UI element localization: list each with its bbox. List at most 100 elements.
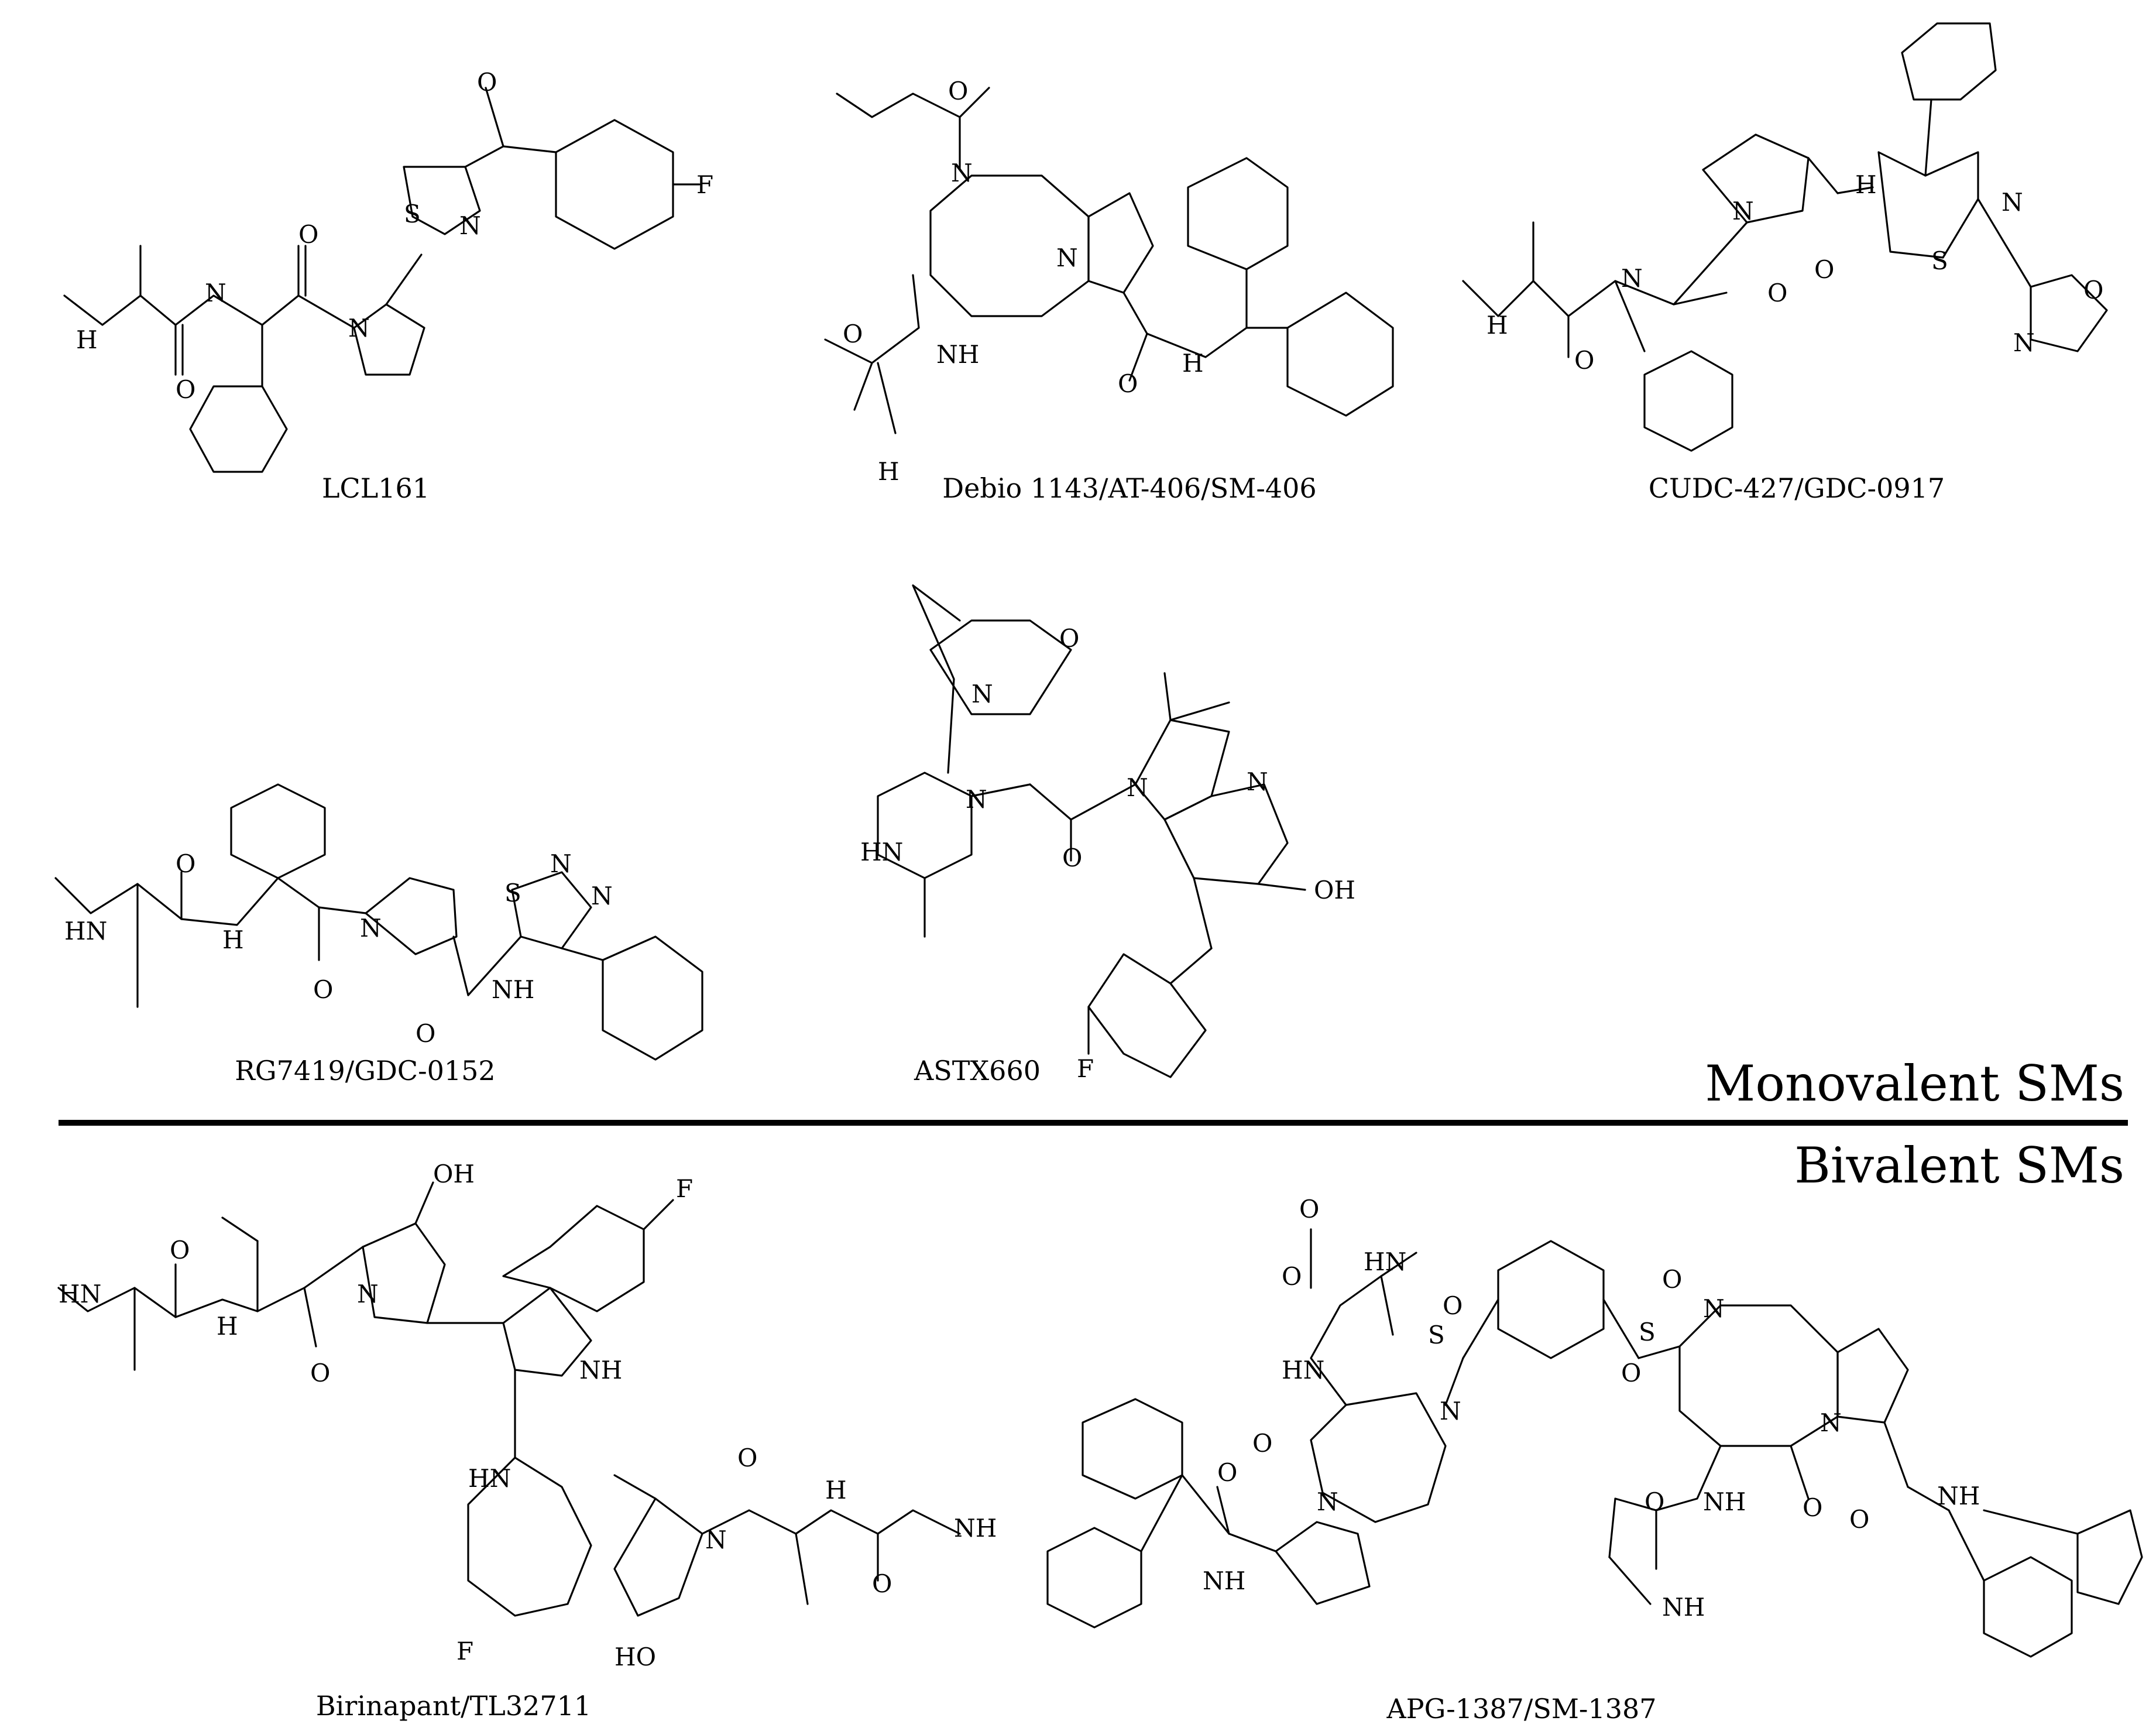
atom-label: N: [705, 1526, 727, 1554]
atom-label: N: [459, 211, 481, 240]
atom-label: N: [357, 1280, 379, 1308]
atom-label: N: [1703, 1294, 1725, 1323]
atom-label: HN: [1282, 1356, 1324, 1384]
atom-label: O: [1252, 1429, 1272, 1458]
atom-label: NH: [1703, 1487, 1746, 1516]
atom-label: HN: [1364, 1247, 1406, 1276]
atom-label: O: [298, 220, 318, 249]
atom-label: HN: [468, 1464, 511, 1493]
atom-label: O: [313, 975, 333, 1004]
atom-label: H: [76, 325, 98, 354]
section-label-bivalent: Bivalent SMs: [1794, 1137, 2124, 1194]
compound-name: Birinapant/TL32711: [316, 1690, 591, 1722]
atom-label: HN: [59, 1280, 101, 1308]
atom-label: O: [1645, 1487, 1664, 1516]
compound-name: ASTX660: [914, 1055, 1041, 1086]
atom-label: NH: [1662, 1593, 1705, 1622]
atom-label: H: [825, 1476, 847, 1504]
atom-label: H: [222, 926, 244, 954]
atom-label: F: [696, 170, 713, 199]
atom-label: N: [1621, 264, 1643, 293]
atom-label: O: [1662, 1265, 1682, 1294]
atom-label: O: [1118, 369, 1138, 398]
atom-label: N: [205, 279, 226, 307]
atom-label: O: [737, 1444, 757, 1472]
atom-label: O: [416, 1019, 435, 1048]
molecule-rg7419: HN O H O N O NH S N N RG7419/GDC-0152: [54, 783, 703, 1086]
atom-label: O: [1767, 279, 1787, 307]
atom-label: H: [217, 1312, 238, 1341]
atom-label: O: [170, 1236, 190, 1264]
atom-label: O: [1059, 624, 1079, 653]
atom-label: N: [971, 680, 993, 708]
atom-label: N: [591, 882, 613, 910]
atom-label: O: [1282, 1262, 1302, 1291]
atom-label: F: [676, 1174, 693, 1203]
atom-label: O: [1062, 844, 1082, 872]
atom-label: H: [1855, 170, 1877, 199]
atom-label: N: [1056, 244, 1078, 272]
atom-label: N: [1732, 197, 1754, 225]
atom-label: N: [348, 314, 370, 342]
atom-label: HN: [860, 838, 903, 866]
compound-name: LCL161: [322, 472, 430, 504]
compound-name: RG7419/GDC-0152: [235, 1055, 495, 1086]
atom-label: O: [1803, 1493, 1822, 1522]
atom-label: N: [2001, 188, 2023, 217]
molecule-cudc-427: H N O N O O H S N O N CUDC-427/GDC-0917: [1462, 22, 2108, 504]
atom-label: NH: [492, 975, 534, 1004]
molecule-birinapant: HN O H O N OH F NH HN F N HO O H O NH Bi…: [57, 1160, 997, 1722]
atom-label: O: [1443, 1291, 1462, 1320]
atom-label: N: [951, 159, 973, 187]
atom-label: O: [1299, 1195, 1319, 1223]
atom-label: O: [1849, 1505, 1869, 1534]
atom-label: F: [456, 1637, 473, 1665]
atom-label: O: [872, 1569, 892, 1598]
compound-name: Debio 1143/AT-406/SM-406: [942, 472, 1316, 504]
atom-label: O: [1814, 255, 1834, 284]
atom-label: O: [1621, 1359, 1641, 1387]
atom-label: O: [843, 320, 863, 348]
atom-label: NH: [954, 1514, 997, 1543]
atom-label: NH: [1937, 1482, 1980, 1510]
atom-label: S: [1428, 1321, 1445, 1349]
atom-label: NH: [1203, 1567, 1245, 1595]
atom-label: N: [1317, 1487, 1338, 1516]
atom-label: S: [1639, 1318, 1656, 1346]
atom-label: N: [1127, 773, 1148, 802]
compound-name: APG-1387/SM-1387: [1386, 1693, 1656, 1725]
molecule-astx660: O N N HN O N N OH F ASTX660: [860, 584, 1355, 1086]
atom-label: O: [310, 1359, 330, 1387]
atom-label: H: [878, 457, 900, 486]
atom-label: O: [948, 77, 968, 105]
atom-label: O: [176, 849, 195, 878]
atom-label: HO: [614, 1643, 656, 1671]
atom-label: H: [1182, 349, 1204, 378]
atom-label: N: [360, 914, 382, 942]
atom-label: H: [1486, 311, 1508, 340]
atom-label: OH: [433, 1160, 475, 1188]
molecule-apg-1387: S O O S O O N O HN HN O N O NH N N O NH …: [1046, 1195, 2143, 1725]
atom-label: O: [2083, 276, 2103, 304]
molecule-debio-1143: N N O NH O H O H Debio 1143/AT-406/SM-40…: [824, 77, 1394, 504]
atom-label: N: [1247, 767, 1268, 796]
atom-label: S: [504, 879, 521, 907]
atom-label: S: [404, 200, 421, 228]
atom-label: N: [966, 785, 987, 814]
atom-label: O: [477, 68, 497, 97]
compound-name: CUDC-427/GDC-0917: [1649, 472, 1945, 504]
atom-label: NH: [936, 340, 979, 369]
atom-label: N: [1440, 1397, 1461, 1425]
molecule-lcl161: H N O O N S N O F LCL161: [63, 68, 713, 504]
section-label-monovalent: Monovalent SMs: [1705, 1055, 2124, 1112]
atom-label: N: [550, 849, 572, 878]
atom-label: O: [1217, 1458, 1237, 1487]
atom-label: NH: [579, 1356, 622, 1384]
atom-label: N: [1820, 1408, 1842, 1437]
atom-label: N: [2013, 328, 2035, 357]
atom-label: O: [1574, 346, 1594, 375]
atom-label: HN: [64, 917, 107, 945]
atom-label: F: [1077, 1054, 1094, 1083]
atom-label: S: [1931, 246, 1948, 275]
